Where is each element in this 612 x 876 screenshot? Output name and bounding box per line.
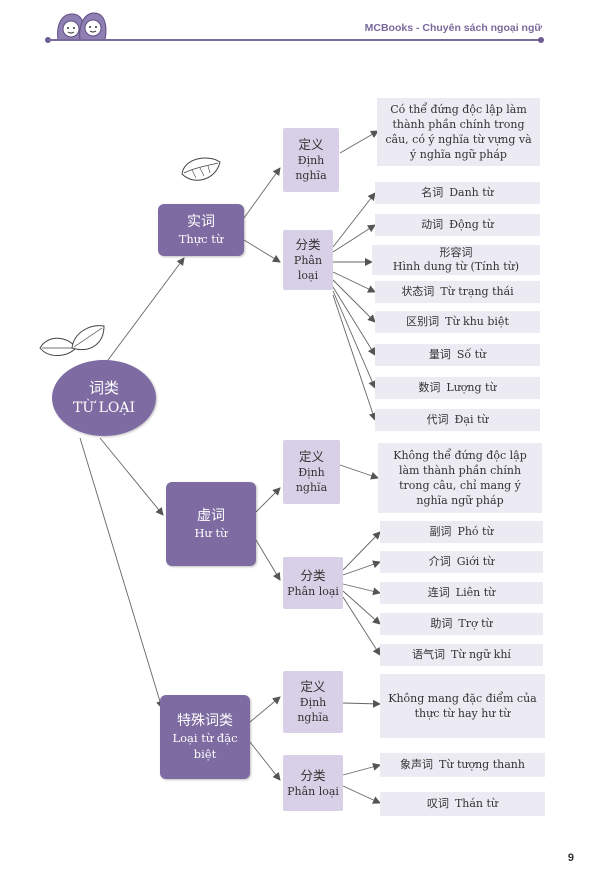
leaf-icon <box>181 157 221 181</box>
list-item: 状态词 Từ trạng thái <box>375 281 540 303</box>
item-chinese: 副词 <box>429 525 452 538</box>
item-chinese: 名词 <box>421 186 444 199</box>
definition-vietnamese-label: Định nghĩa <box>297 696 329 724</box>
list-item: 量词 Số từ <box>375 344 540 366</box>
item-chinese: 助词 <box>430 617 453 630</box>
classification-vietnamese-label: Phân loại <box>287 584 339 598</box>
classification-chinese-label: 分类 <box>300 767 326 783</box>
definition-vietnamese-label: Định nghĩa <box>295 154 327 182</box>
item-chinese: 状态词 <box>401 285 435 298</box>
list-item: 象声词 Từ tượng thanh <box>380 753 545 777</box>
definition-box: 定义 Định nghĩa <box>283 440 340 504</box>
classification-vietnamese-label: Phân loại <box>287 784 339 798</box>
list-item: 副词 Phó từ <box>380 521 543 543</box>
list-item: 区别词 Từ khu biệt <box>375 311 540 333</box>
list-item: 数词 Lượng từ <box>375 377 540 399</box>
item-vietnamese: Đại từ <box>454 413 489 426</box>
item-chinese: 动词 <box>421 218 444 231</box>
item-vietnamese: Trợ từ <box>458 617 493 630</box>
item-chinese: 介词 <box>428 555 451 568</box>
item-vietnamese: Từ khu biệt <box>445 315 509 328</box>
list-item: 叹词 Thán từ <box>380 792 545 816</box>
definition-chinese-label: 定义 <box>300 679 326 694</box>
header-dot <box>538 37 544 43</box>
classification-box: 分类 Phân loại <box>283 755 343 811</box>
item-chinese: 数词 <box>418 381 441 394</box>
list-item: 连词 Liên từ <box>380 582 543 604</box>
list-item: 代词 Đại từ <box>375 409 540 431</box>
page-number: 9 <box>567 852 574 864</box>
definition-chinese-label: 定义 <box>298 449 324 464</box>
category-chinese-label: 实词 <box>187 214 215 230</box>
item-vietnamese: Thán từ <box>454 797 499 810</box>
item-vietnamese: Liên từ <box>455 586 496 599</box>
category-vietnamese-label: Loại từ đặc biệt <box>172 731 238 761</box>
item-chinese: 连词 <box>427 586 450 599</box>
definition-vietnamese-label: Định nghĩa <box>295 466 328 494</box>
definition-text: Không thể đứng độc lập làm thành phần ch… <box>378 443 542 513</box>
list-item: 介词 Giới từ <box>380 551 543 573</box>
item-vietnamese: Từ tượng thanh <box>439 758 525 771</box>
definition-box: 定义 Định nghĩa <box>283 128 339 192</box>
item-vietnamese: Hình dung từ (Tính từ) <box>392 260 520 273</box>
item-chinese: 区别词 <box>406 315 440 328</box>
item-vietnamese: Từ ngữ khí <box>451 648 511 661</box>
category-function-words: 虚词 Hư từ <box>166 482 256 566</box>
classification-box: 分类 Phân loại <box>283 557 343 609</box>
definition-text: Có thể đứng độc lập làm thành phần chính… <box>377 98 540 166</box>
definition-text: Không mang đặc điểm của thực từ hay hư t… <box>380 674 545 738</box>
category-vietnamese-label: Hư từ <box>194 526 228 540</box>
girls-logo-icon <box>54 10 110 46</box>
list-item: 名词 Danh từ <box>375 182 540 204</box>
item-chinese: 形容词 <box>439 246 473 259</box>
list-item: 动词 Động từ <box>375 214 540 236</box>
item-vietnamese: Lượng từ <box>446 381 497 394</box>
item-vietnamese: Giới từ <box>456 555 495 568</box>
category-special-words: 特殊词类 Loại từ đặc biệt <box>160 695 250 779</box>
category-chinese-label: 虚词 <box>197 508 225 524</box>
classification-box: 分类 Phân loại <box>283 230 333 290</box>
leaf-icon <box>39 325 105 356</box>
definition-box: 定义 Định nghĩa <box>283 671 343 733</box>
classification-vietnamese-label: Phân loại <box>293 254 323 282</box>
category-vietnamese-label: Thực từ <box>178 232 224 246</box>
item-chinese: 语气词 <box>412 648 446 661</box>
root-vietnamese-label: TỪ LOẠI <box>72 400 135 416</box>
item-chinese: 量词 <box>428 348 451 361</box>
item-vietnamese: Phó từ <box>457 525 494 538</box>
item-vietnamese: Từ trạng thái <box>440 285 514 298</box>
category-chinese-label: 特殊词类 <box>177 713 233 729</box>
item-chinese: 象声词 <box>400 758 434 771</box>
item-vietnamese: Số từ <box>456 348 487 361</box>
item-chinese: 代词 <box>426 413 449 426</box>
header-rule <box>48 39 540 41</box>
root-chinese-label: 词类 <box>88 379 119 397</box>
item-vietnamese: Danh từ <box>449 186 494 199</box>
definition-chinese-label: 定义 <box>298 137 324 152</box>
list-item: 语气词 Từ ngữ khí <box>380 644 543 666</box>
classification-chinese-label: 分类 <box>295 237 321 252</box>
list-item: 助词 Trợ từ <box>380 613 543 635</box>
category-content-words: 实词 Thực từ <box>158 204 244 256</box>
item-vietnamese: Động từ <box>449 218 494 231</box>
classification-chinese-label: 分类 <box>300 567 326 583</box>
root-node-word-class: 词类 TỪ LOẠI <box>52 360 156 436</box>
item-chinese: 叹词 <box>426 797 449 810</box>
header-title: MCBooks - Chuyên sách ngoại ngữ <box>364 22 542 34</box>
